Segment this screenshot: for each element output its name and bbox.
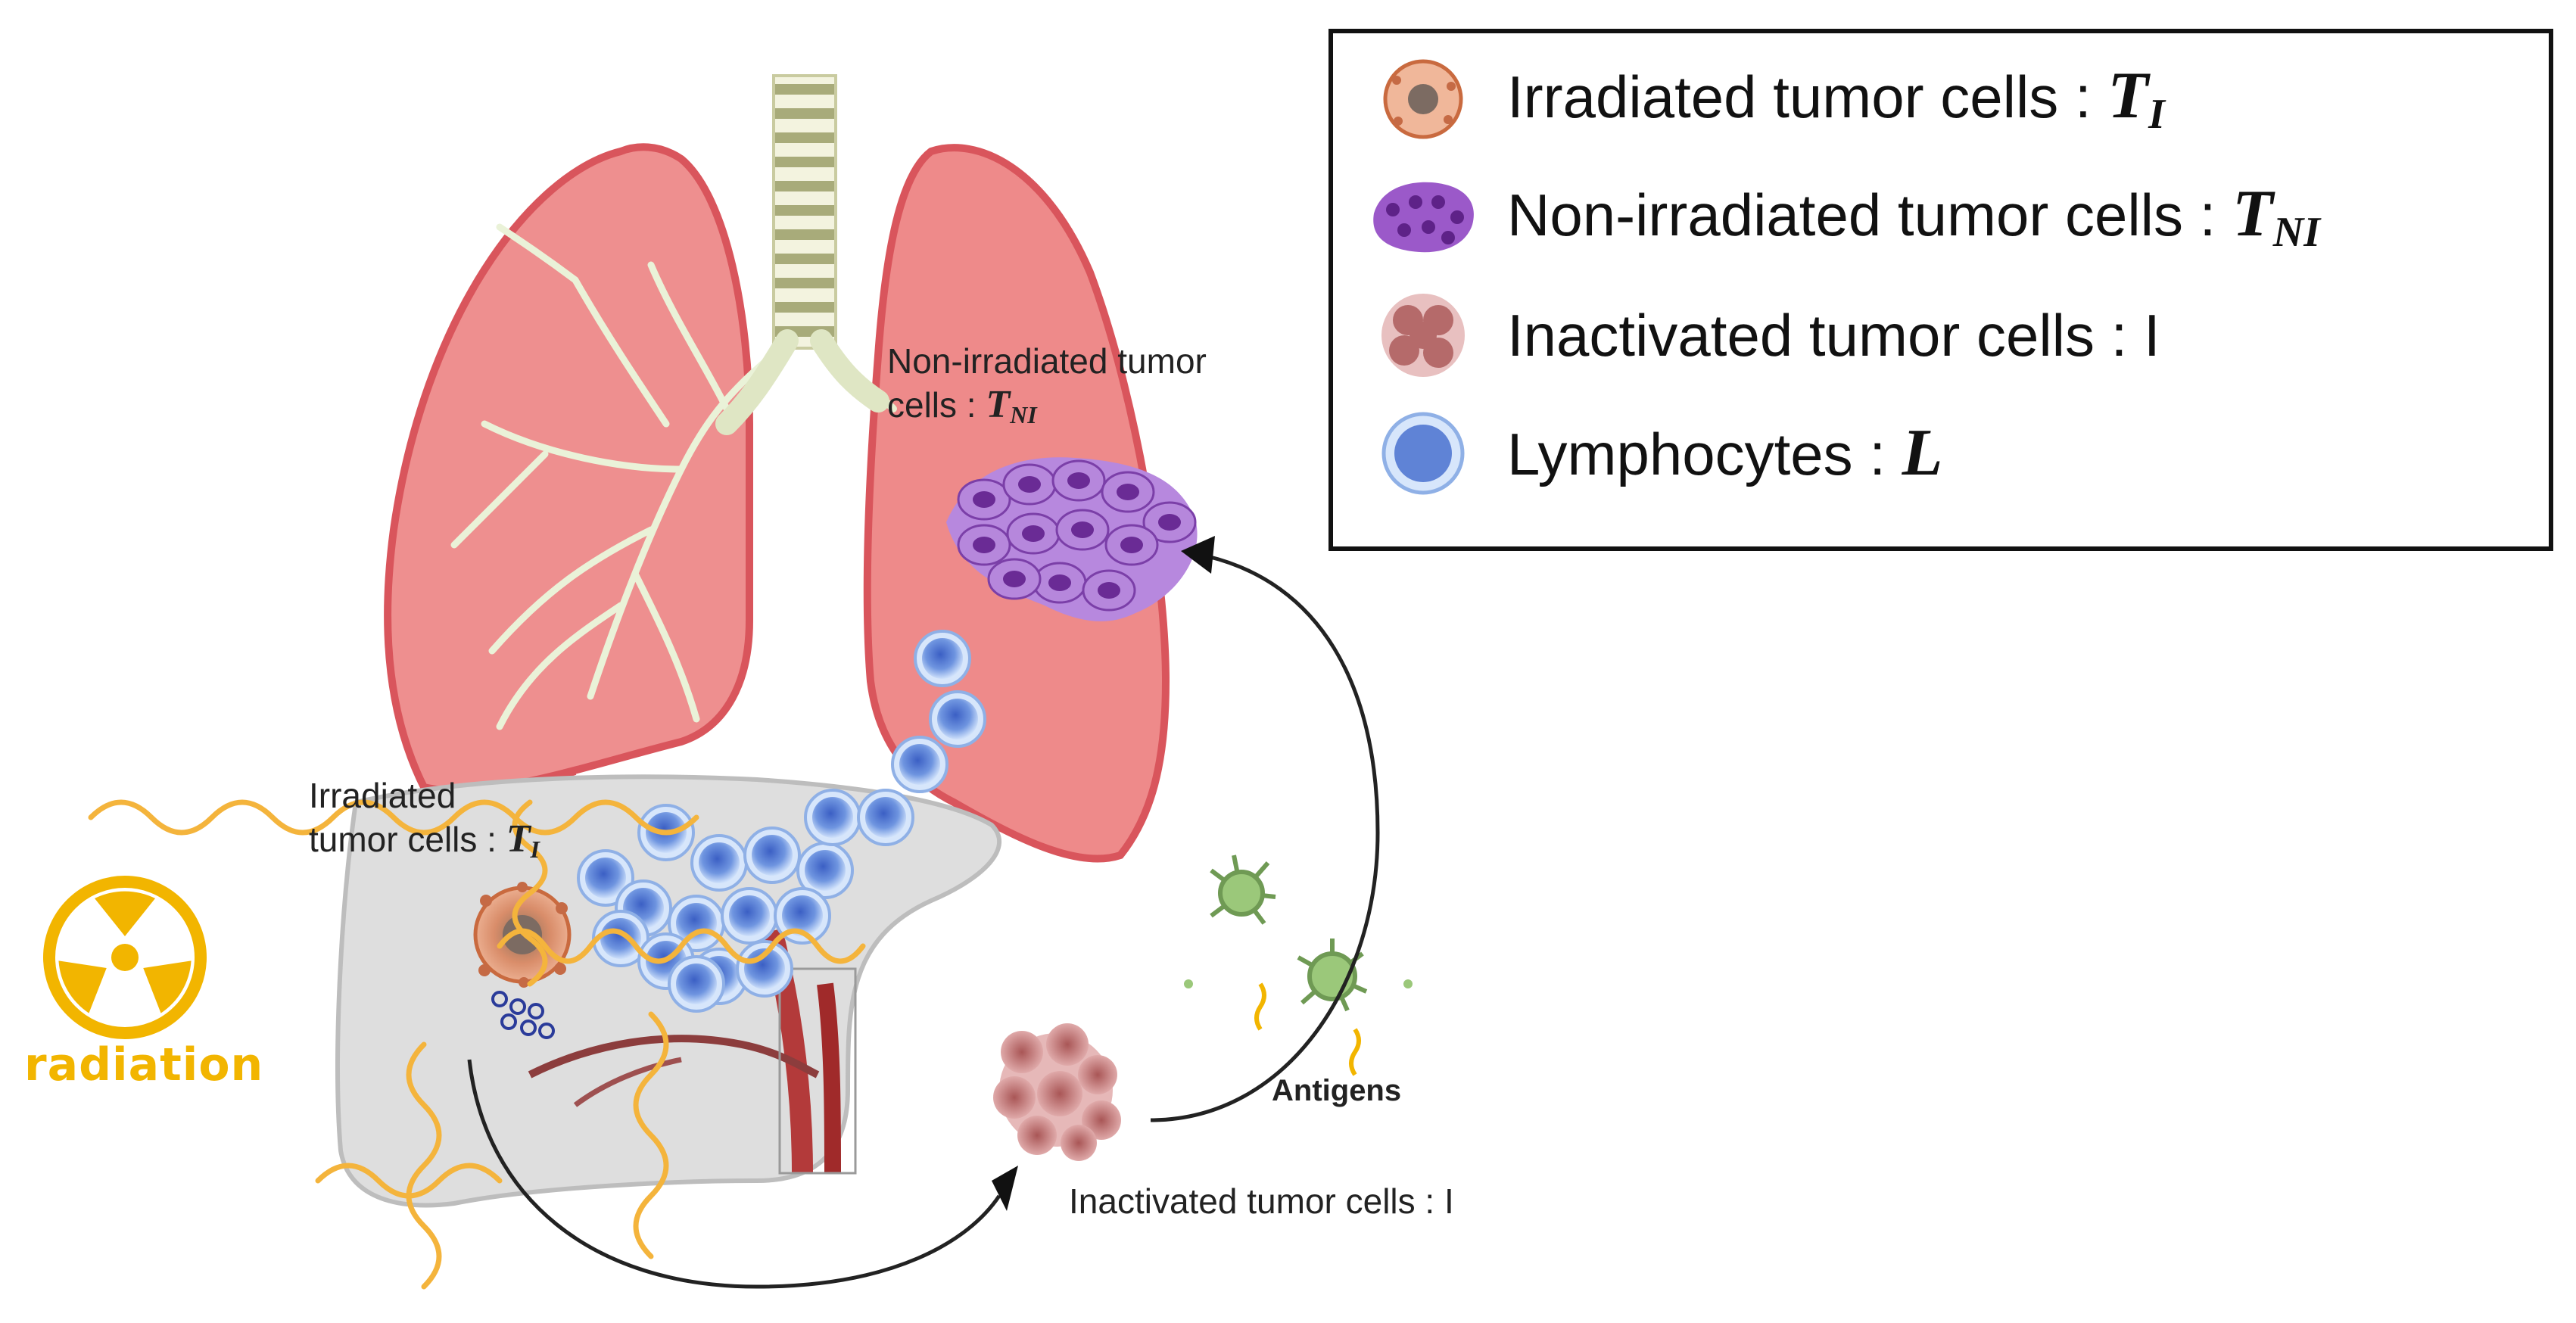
- arrow-head-non-irradiated: [1181, 536, 1215, 574]
- label-irradiated: Irradiated tumor cells : TI: [309, 776, 540, 864]
- antigen-cells: [1184, 855, 1413, 1076]
- radiation-icon: [43, 876, 207, 1039]
- non-irradiated-cell-icon: [1373, 182, 1474, 253]
- label-inactivated: Inactivated tumor cells : I: [1069, 1181, 1454, 1221]
- label-non-irradiated: Non-irradiated tumor cells : TNI: [887, 341, 1207, 429]
- lymphocyte-icon: [1381, 412, 1465, 495]
- legend-label-irradiated: Irradiated tumor cells : TI: [1507, 59, 2165, 138]
- trachea: [772, 74, 837, 350]
- inactivated-tumor-cluster: [993, 1023, 1121, 1161]
- label-antigens: Antigens: [1272, 1074, 1402, 1107]
- legend-label-lymphocytes: Lymphocytes : L: [1507, 416, 1943, 490]
- legend: Irradiated tumor cells : TI Non-irradiat…: [1328, 29, 2553, 551]
- bronchi: [715, 329, 889, 435]
- legend-label-inactivated: Inactivated tumor cells : I: [1507, 302, 2160, 369]
- legend-label-non-irradiated: Non-irradiated tumor cells : TNI: [1507, 177, 2321, 256]
- radiation-waves: [88, 799, 866, 1290]
- arrow-head-inactivated: [992, 1166, 1018, 1211]
- irradiated-cell-icon: [1383, 59, 1463, 139]
- left-lung: [384, 143, 776, 795]
- non-irradiated-tumor-cluster: [946, 457, 1198, 621]
- label-radiation: radiation: [24, 1038, 264, 1091]
- arrows: [467, 554, 1380, 1289]
- inactivated-cell-icon: [1381, 294, 1465, 377]
